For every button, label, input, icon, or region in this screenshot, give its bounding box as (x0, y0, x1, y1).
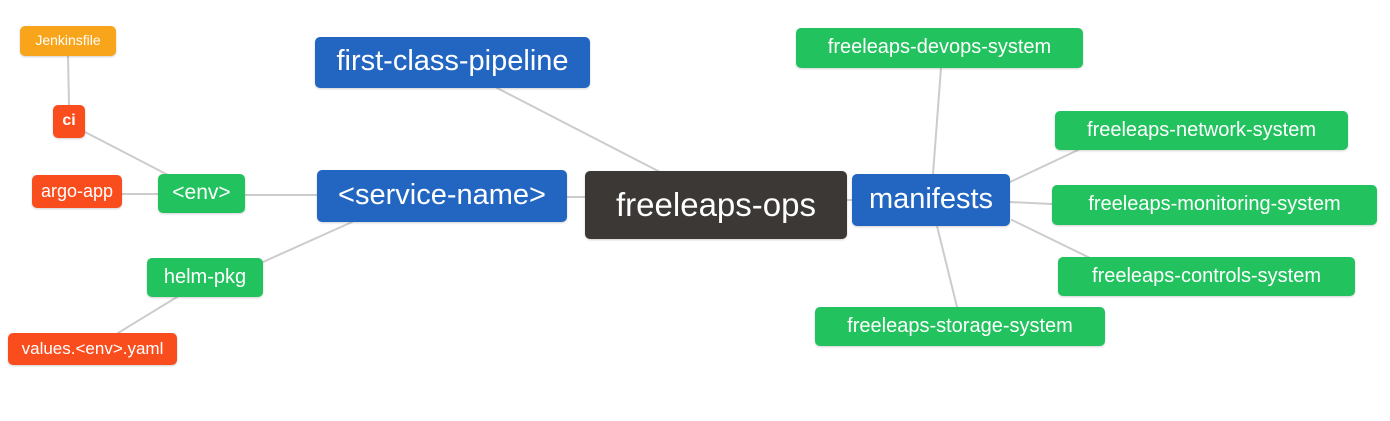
node-freeleaps-storage-system[interactable]: freeleaps-storage-system (815, 307, 1105, 346)
node-helm-pkg[interactable]: helm-pkg (147, 258, 263, 297)
node-manifests[interactable]: manifests (852, 174, 1010, 226)
node-freeleaps-network-system[interactable]: freeleaps-network-system (1055, 111, 1348, 150)
node-env[interactable]: <env> (158, 174, 245, 213)
node-service-name[interactable]: <service-name> (317, 170, 567, 222)
node-freeleaps-monitoring-system[interactable]: freeleaps-monitoring-system (1052, 185, 1377, 225)
node-jenkinsfile[interactable]: Jenkinsfile (20, 26, 116, 56)
node-argo-app[interactable]: argo-app (32, 175, 122, 208)
edge-jenkinsfile-ci (67, 55, 70, 106)
node-freeleaps-controls-system[interactable]: freeleaps-controls-system (1058, 257, 1355, 296)
edge-ci-env (84, 131, 169, 176)
edge-pipeline-freeleaps-ops (496, 87, 661, 173)
node-first-class-pipeline[interactable]: first-class-pipeline (315, 37, 590, 88)
node-freeleaps-devops-system[interactable]: freeleaps-devops-system (796, 28, 1083, 68)
node-freeleaps-ops[interactable]: freeleaps-ops (585, 171, 847, 239)
edge-manifests-controls (1011, 219, 1091, 259)
edge-helm-pkg-service-name (262, 221, 353, 263)
node-values-env-yaml[interactable]: values.<env>.yaml (8, 333, 177, 365)
node-ci[interactable]: ci (53, 105, 85, 138)
edge-manifests-monitoring (1009, 201, 1053, 205)
edge-manifests-network (1009, 149, 1079, 183)
edge-manifests-devops (932, 67, 942, 175)
edge-manifests-storage (936, 225, 958, 308)
edge-values-helm-pkg (117, 296, 178, 334)
